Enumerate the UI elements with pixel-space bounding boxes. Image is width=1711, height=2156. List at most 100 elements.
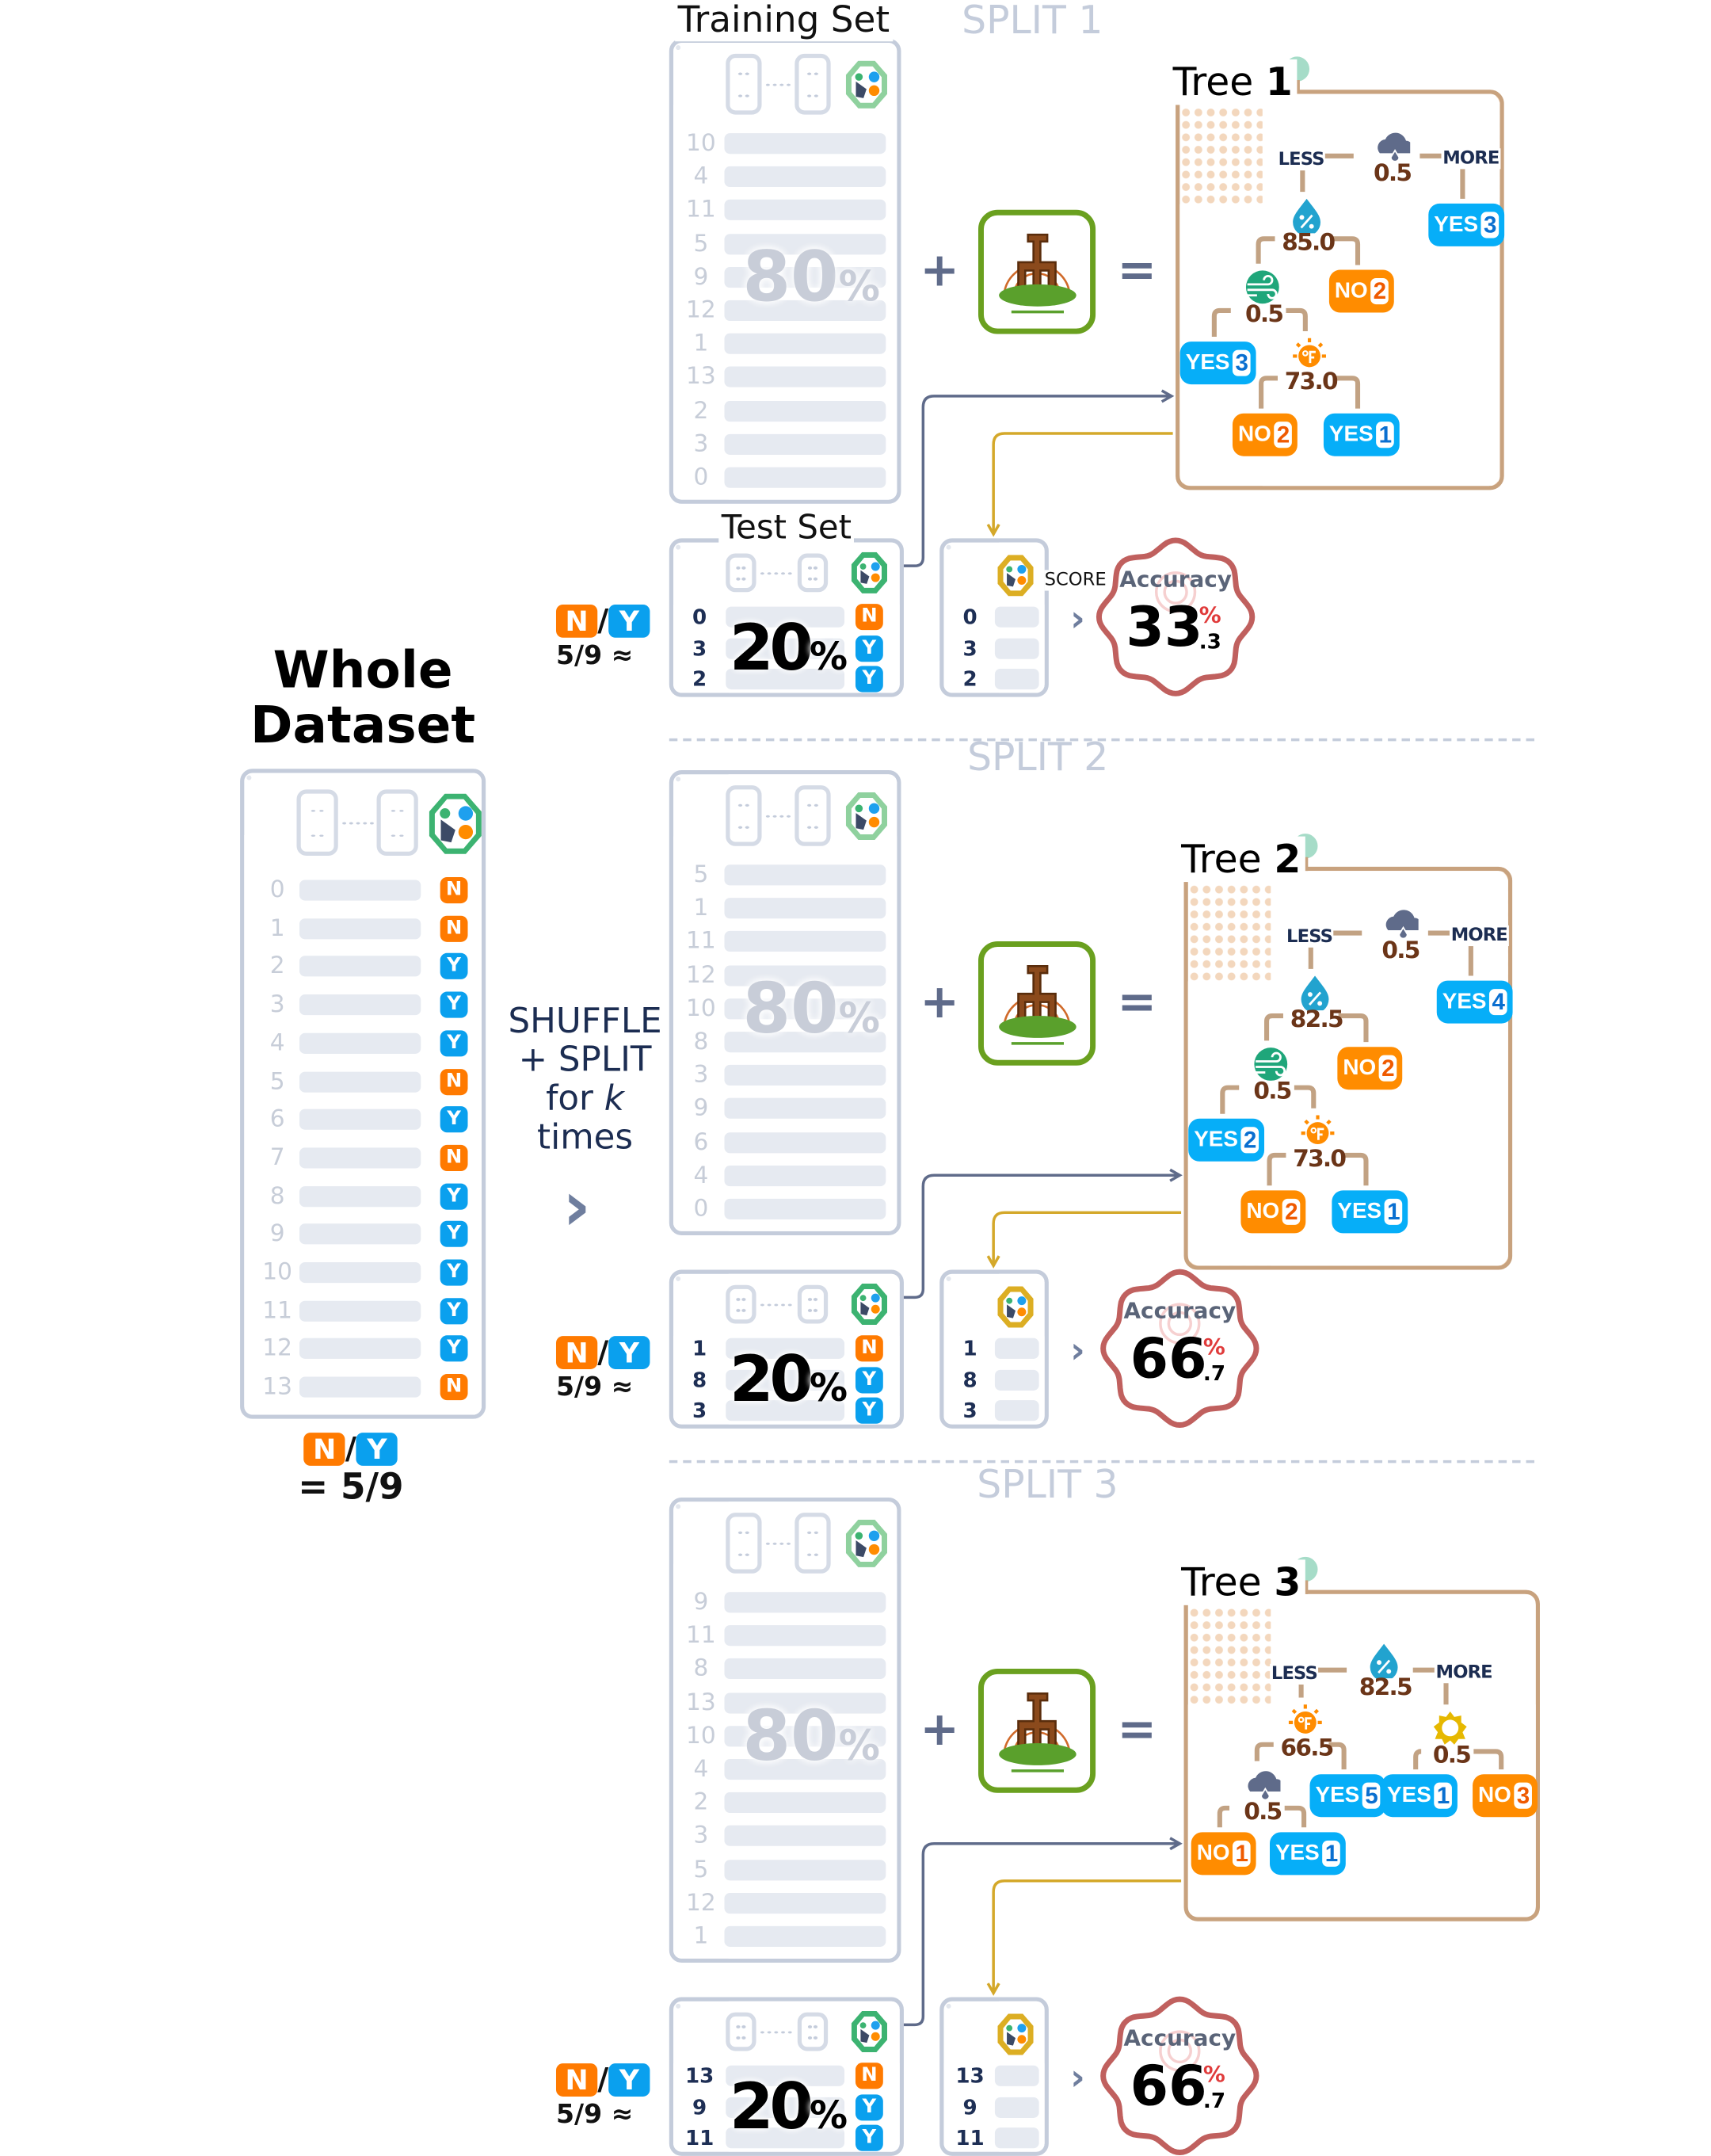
tree-edge-less <box>1254 1742 1274 1761</box>
row-index: 0 <box>692 604 707 630</box>
pct-sign: % <box>838 263 881 312</box>
row-bar <box>724 864 886 886</box>
leaf-count: 2 <box>1282 1198 1301 1225</box>
pct-sign: % <box>809 1364 848 1411</box>
row-bar <box>724 931 886 952</box>
training-pct-value: 80 <box>742 1696 839 1776</box>
test-set-title: Test Set <box>718 508 855 547</box>
row-bar <box>724 998 886 1020</box>
split-divider <box>669 738 1534 742</box>
row-index: 3 <box>693 430 709 458</box>
row-bar <box>724 133 886 155</box>
row-label-badge: Y <box>440 1106 468 1133</box>
row-bar <box>724 1792 886 1814</box>
split-threshold: 66.5 <box>1280 1734 1335 1763</box>
row-index: 10 <box>686 1722 716 1750</box>
tree-edge-less <box>1267 1152 1286 1186</box>
split-threshold: 82.5 <box>1359 1673 1413 1702</box>
tree-edge-more <box>1332 376 1361 409</box>
leaf-count: 3 <box>1514 1782 1533 1809</box>
row-bar <box>724 1032 886 1053</box>
split-threshold: 0.5 <box>1253 1078 1292 1106</box>
split-threshold: 82.5 <box>1290 1005 1344 1034</box>
pct-sign: % <box>838 994 881 1044</box>
tree-edge-more <box>1473 1749 1504 1770</box>
row-index: 1 <box>693 1922 709 1951</box>
row-label-badge: Y <box>855 1397 883 1424</box>
row-bar <box>724 200 886 221</box>
training-set-ellipsis <box>764 1541 792 1546</box>
row-index: 11 <box>686 1622 716 1650</box>
training-set-feature-slot <box>795 785 831 846</box>
predict-arrowhead-icon <box>986 1255 1000 1269</box>
test-set-feature-slot <box>726 1284 756 1324</box>
test-label-ratio-text: 5/9 ≈ <box>555 640 634 671</box>
equals-operator: = <box>1117 242 1157 299</box>
tree-title-text: Tree <box>1172 59 1254 105</box>
row-bar <box>299 1032 421 1054</box>
pct-sign: % <box>838 1722 881 1771</box>
row-bar <box>724 1892 886 1914</box>
split-threshold: 0.5 <box>1373 160 1412 188</box>
accuracy-value: 33 <box>1126 596 1203 660</box>
row-bar <box>724 1098 886 1120</box>
whole-dataset-label-icon <box>429 793 482 854</box>
row-index: 8 <box>693 1028 709 1056</box>
tree-edge-less <box>1256 236 1275 264</box>
no-badge: N <box>555 604 598 638</box>
row-index: 3 <box>269 990 285 1019</box>
split-title: SPLIT 3 <box>977 1461 1118 1508</box>
row-index: 5 <box>693 230 709 258</box>
row-index: 6 <box>269 1105 285 1134</box>
tree-edge-more <box>1341 1152 1369 1186</box>
test-set-label-icon <box>851 551 888 593</box>
yes-badge: Y <box>356 1433 398 1466</box>
row-index: 0 <box>269 876 285 904</box>
row-index: 9 <box>692 2094 707 2120</box>
slash: / <box>597 1336 609 1371</box>
test-set-feature-slot <box>797 2012 829 2051</box>
row-bar <box>724 898 886 919</box>
row-index: 3 <box>693 1822 709 1850</box>
row-index: 11 <box>686 928 716 956</box>
leaf-count: 2 <box>1274 422 1293 448</box>
row-index: 9 <box>693 1095 709 1123</box>
less-label: LESS <box>1276 149 1326 171</box>
row-bar <box>726 606 845 628</box>
test-set-feature-slot <box>797 1284 829 1324</box>
row-index: 0 <box>962 604 977 630</box>
row-label-badge: Y <box>440 1335 468 1363</box>
row-index: 12 <box>686 296 716 325</box>
row-index: 10 <box>262 1258 292 1287</box>
row-bar <box>299 1376 421 1398</box>
test-label-ratio-text: 5/9 ≈ <box>555 1372 634 1402</box>
row-index: 1 <box>693 330 709 358</box>
accuracy-percent-sign: % <box>1202 2060 1225 2087</box>
training-percentage: 80% <box>742 1696 880 1776</box>
decision-tree-model-icon <box>978 941 1096 1066</box>
predict-arrow <box>992 1879 1182 1992</box>
shuffle-chevron-icon: › <box>562 1166 592 1246</box>
row-index: 11 <box>684 2125 715 2150</box>
whole-dataset-feature-slot <box>296 789 338 856</box>
test-pct-value: 20 <box>729 2069 814 2144</box>
tree-number: 2 <box>1274 836 1301 883</box>
tree-edge-more <box>1294 1085 1317 1109</box>
leaf-label: YES <box>1275 1841 1320 1865</box>
row-bar <box>724 1198 886 1219</box>
row-bar <box>724 1692 886 1713</box>
row-bar <box>724 1925 886 1947</box>
temperature-sun-icon <box>1286 1704 1324 1739</box>
accuracy-percent-sign: % <box>1198 601 1221 628</box>
training-set-label-icon-inner <box>851 797 882 834</box>
